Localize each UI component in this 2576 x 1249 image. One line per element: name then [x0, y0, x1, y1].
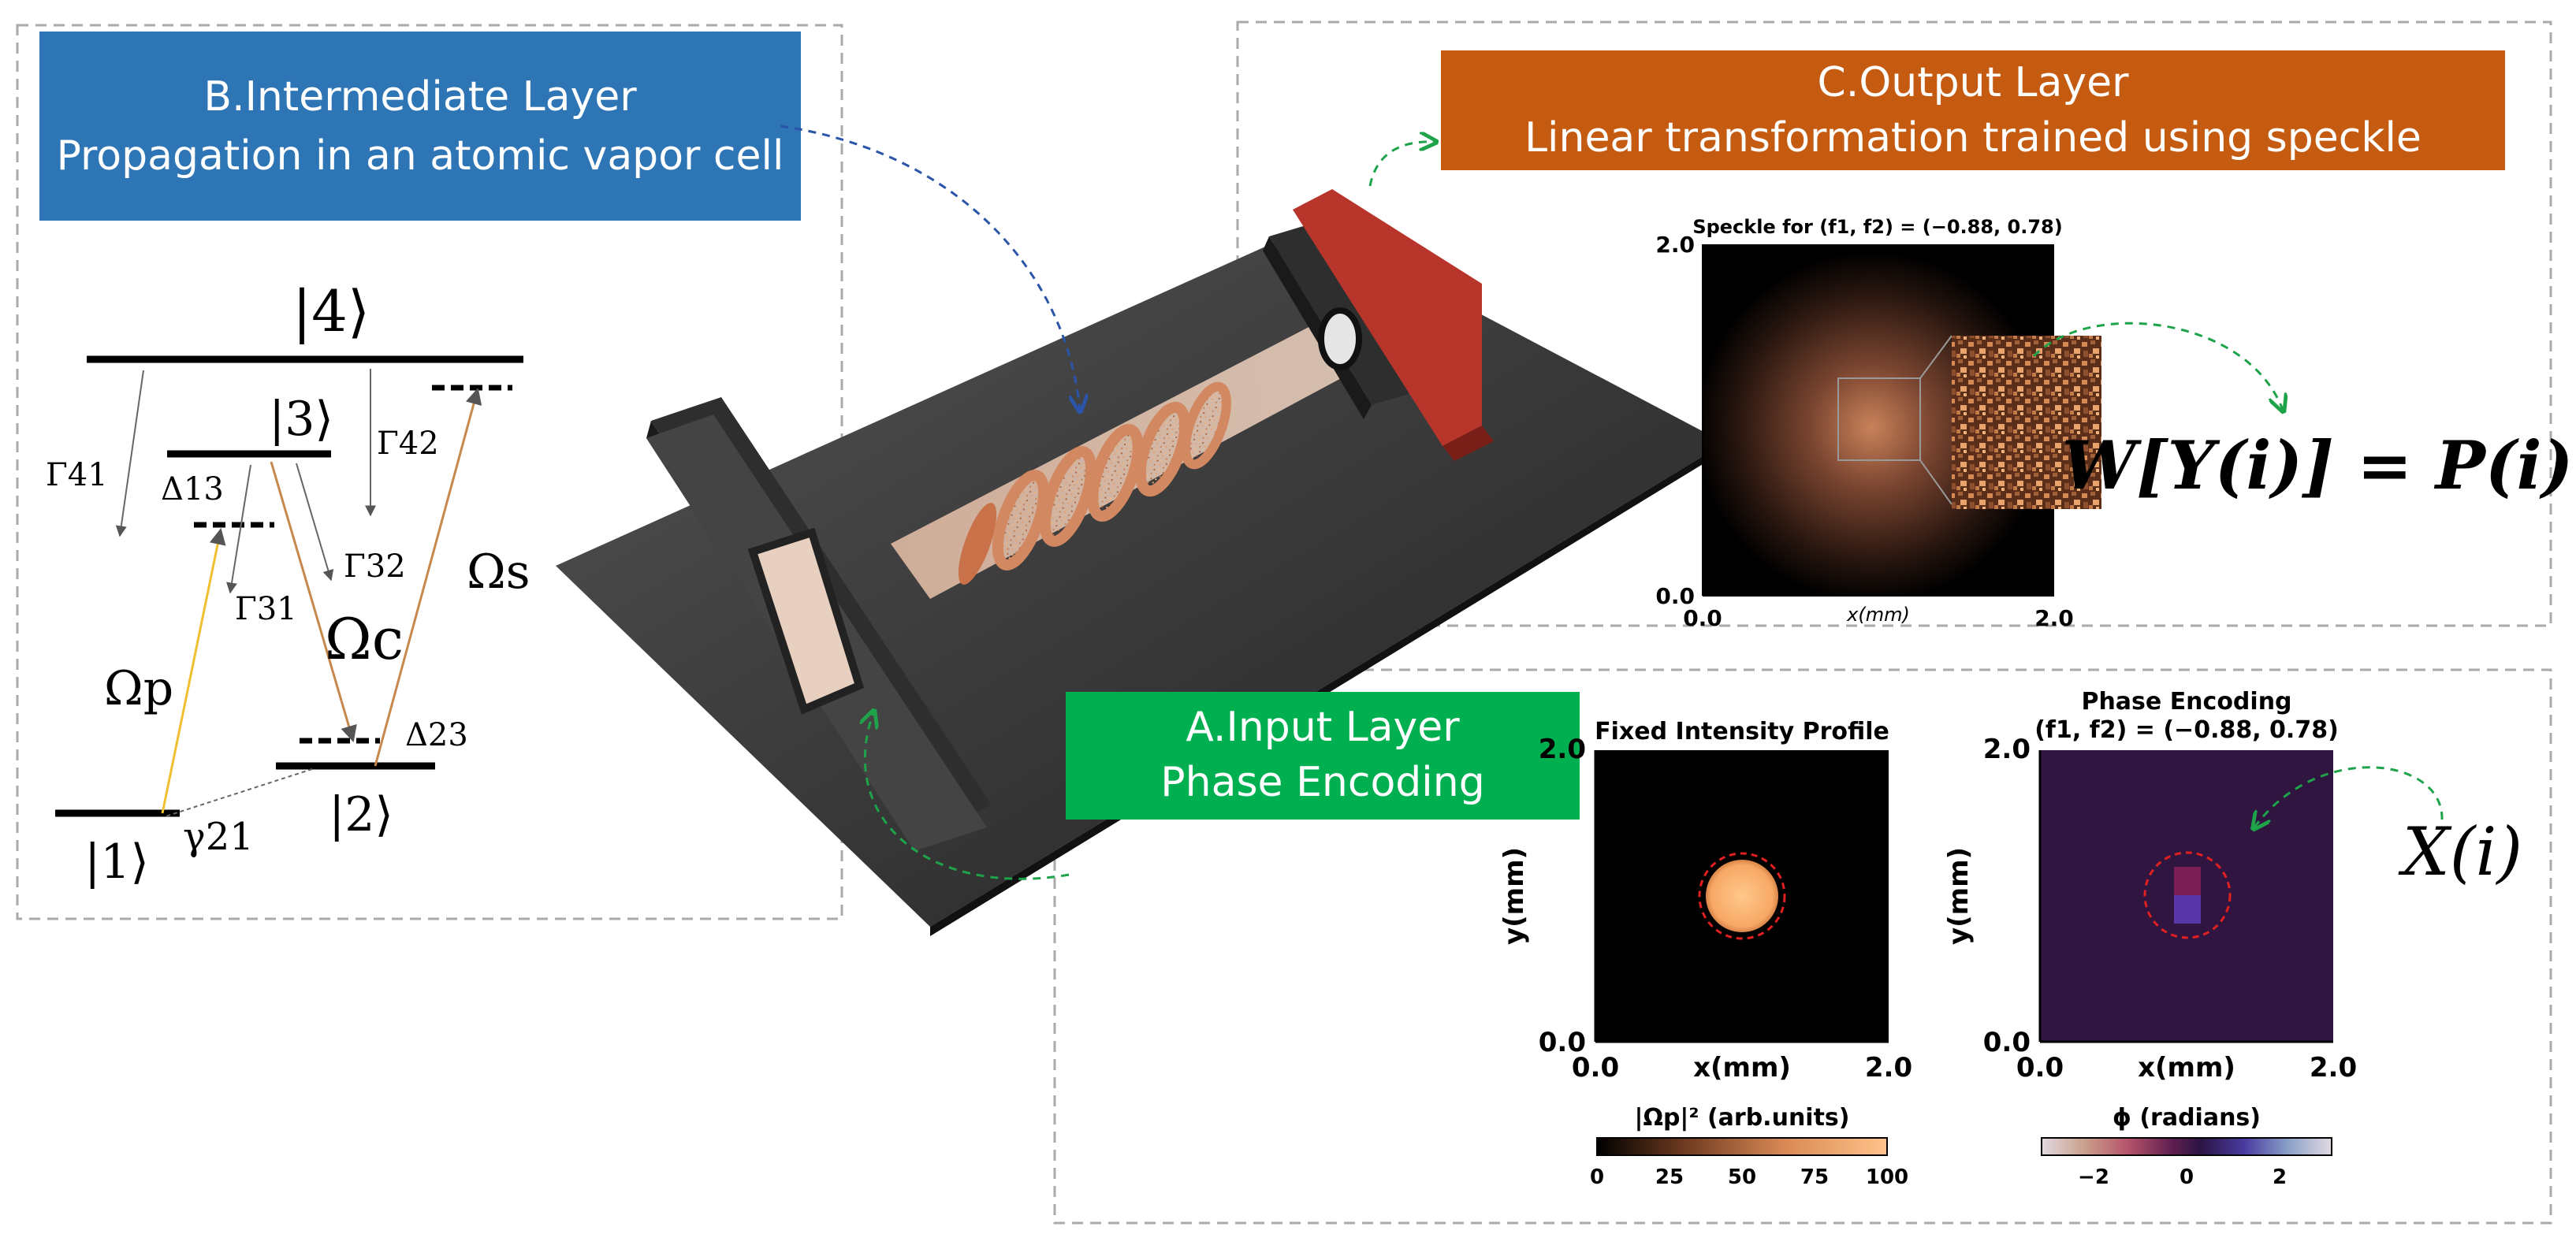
speckle-x-tick-left: 0.0 [1683, 605, 1722, 631]
intensity-x-label: x(mm) [1693, 1052, 1791, 1084]
gamma31-label: Γ31 [235, 591, 297, 627]
speckle-plot-title: Speckle for (f1, f2) = (−0.88, 0.78) [1692, 216, 2062, 238]
speckle-zoom-guide-top [1919, 335, 1952, 379]
omega-s-label: Ωs [467, 545, 530, 600]
intensity-y-label: y(mm) [1498, 847, 1530, 945]
delta23-label: Δ23 [405, 717, 468, 753]
phase-aperture-circle [2143, 851, 2232, 939]
omega-p-label: Ωp [104, 661, 173, 716]
input-layer-banner [1066, 692, 1580, 820]
speckle-zoom-region [1837, 377, 1921, 461]
intensity-colorbar-label: |Ωp|² (arb.units) [1634, 1104, 1849, 1132]
phase-x-label: x(mm) [2138, 1052, 2235, 1084]
delta13-label: Δ13 [161, 471, 224, 507]
phase-colorbar-tick: 0 [2180, 1165, 2194, 1189]
input-slm-aperture [747, 527, 865, 715]
phase-colorbar-tick: −2 [2078, 1165, 2109, 1189]
intensity-colorbar-tick: 25 [1655, 1165, 1684, 1189]
output-layer-title: C.Output Layer [1818, 59, 2130, 106]
intensity-colorbar-tick: 75 [1800, 1165, 1829, 1189]
intensity-colorbar-tick: 0 [1590, 1165, 1604, 1189]
vapor-cell-pointer-arrow [780, 125, 1080, 410]
phase-y-tick-bottom: 0.0 [1983, 1027, 2031, 1058]
intensity-beam-spot [1706, 860, 1778, 932]
input-equation: X(i) [2398, 813, 2522, 890]
input-panel-frame [1053, 668, 2552, 1225]
phase-y-tick-top: 2.0 [1983, 734, 2031, 765]
energy-level-diagram: |4⟩ |3⟩ |2⟩ |1⟩ Γ41 Γ42 Δ13 Γ32 Γ31 Ωs Ω… [46, 278, 530, 890]
phase-y-label: y(mm) [1943, 847, 1975, 945]
intermediate-layer-title: B.Intermediate Layer [203, 73, 637, 121]
gamma31-arrow [226, 464, 251, 594]
phase-x-tick-right: 2.0 [2310, 1052, 2357, 1084]
signal-laser-arrow [374, 387, 482, 767]
phase-x-tick-left: 0.0 [2016, 1052, 2064, 1084]
intensity-y-tick-bottom: 0.0 [1539, 1027, 1586, 1058]
level-4-label: |4⟩ [292, 278, 370, 344]
camera-lens [1318, 307, 1362, 370]
phase-plot-subtitle: (f1, f2) = (−0.88, 0.78) [2034, 716, 2339, 744]
intensity-x-tick-left: 0.0 [1572, 1052, 1619, 1084]
gamma42-label: Γ42 [377, 426, 439, 462]
speckle-x-label: x(mm) [1846, 604, 1910, 626]
output-layer-banner [1441, 50, 2505, 170]
gamma32-label: Γ32 [344, 548, 406, 585]
speckle-to-equation-arrow [2032, 322, 2283, 410]
gamma21-label: γ21 [183, 815, 254, 859]
intensity-aperture-circle [1698, 852, 1786, 940]
level-3-label: |3⟩ [269, 392, 333, 447]
coupling-laser-arrow [270, 461, 357, 743]
intermediate-layer-banner [39, 32, 801, 221]
optical-table [556, 225, 1725, 927]
camera-body-side [1442, 426, 1494, 461]
phase-plot-title: Phase Encoding [2081, 688, 2291, 716]
output-layer-subtitle: Linear transformation trained using spec… [1524, 114, 2422, 162]
intensity-plot-title: Fixed Intensity Profile [1595, 718, 1889, 745]
output-equation: W[Y(i)] = P(i) [2062, 426, 2574, 504]
camera-mount-front [1263, 236, 1372, 419]
gamma41-label: Γ41 [46, 457, 108, 493]
input-layer-subtitle: Phase Encoding [1160, 759, 1484, 806]
gamma21-arrow [165, 768, 313, 817]
level-1-label: |1⟩ [84, 835, 149, 890]
intensity-colorbar-tick: 50 [1728, 1165, 1756, 1189]
gamma41-arrow [115, 370, 144, 537]
intensity-colorbar-ticks: 0 25 50 75 100 [1590, 1165, 1908, 1189]
phase-colorbar [2041, 1137, 2332, 1156]
phase-lower-pixel [2174, 895, 2201, 924]
camera-to-output-arrow [1368, 142, 1435, 187]
level-2-label: |2⟩ [329, 787, 393, 842]
output-panel-frame [1236, 20, 2552, 627]
speckle-x-tick-right: 2.0 [2034, 605, 2074, 631]
atomic-vapor-clouds [958, 381, 1231, 585]
omega-c-label: Ωc [325, 606, 404, 672]
intensity-colorbar [1596, 1137, 1888, 1156]
intensity-colorbar-tick: 100 [1866, 1165, 1908, 1189]
camera-body [1293, 189, 1482, 446]
gamma32-arrow [296, 463, 334, 582]
phase-colorbar-ticks: −2 0 2 [2078, 1165, 2287, 1189]
optical-setup-illustration [556, 189, 1725, 936]
speckle-y-tick-bottom: 0.0 [1655, 583, 1695, 609]
probe-laser-arrow [161, 527, 226, 814]
speckle-zoom-guide-bottom [1919, 459, 1952, 505]
intermediate-layer-subtitle: Propagation in an atomic vapor cell [57, 132, 784, 180]
phase-colorbar-tick: 2 [2273, 1165, 2287, 1189]
input-to-slm-arrow [865, 712, 1070, 880]
speckle-y-tick-top: 2.0 [1655, 232, 1695, 258]
phase-colorbar-label: ϕ (radians) [2113, 1104, 2261, 1132]
intensity-x-tick-right: 2.0 [1865, 1052, 1912, 1084]
intensity-y-tick-top: 2.0 [1539, 734, 1586, 765]
speckle-zoom-inset [1952, 336, 2101, 509]
input-layer-title: A.Input Layer [1186, 704, 1460, 751]
phase-upper-pixel [2174, 867, 2201, 895]
